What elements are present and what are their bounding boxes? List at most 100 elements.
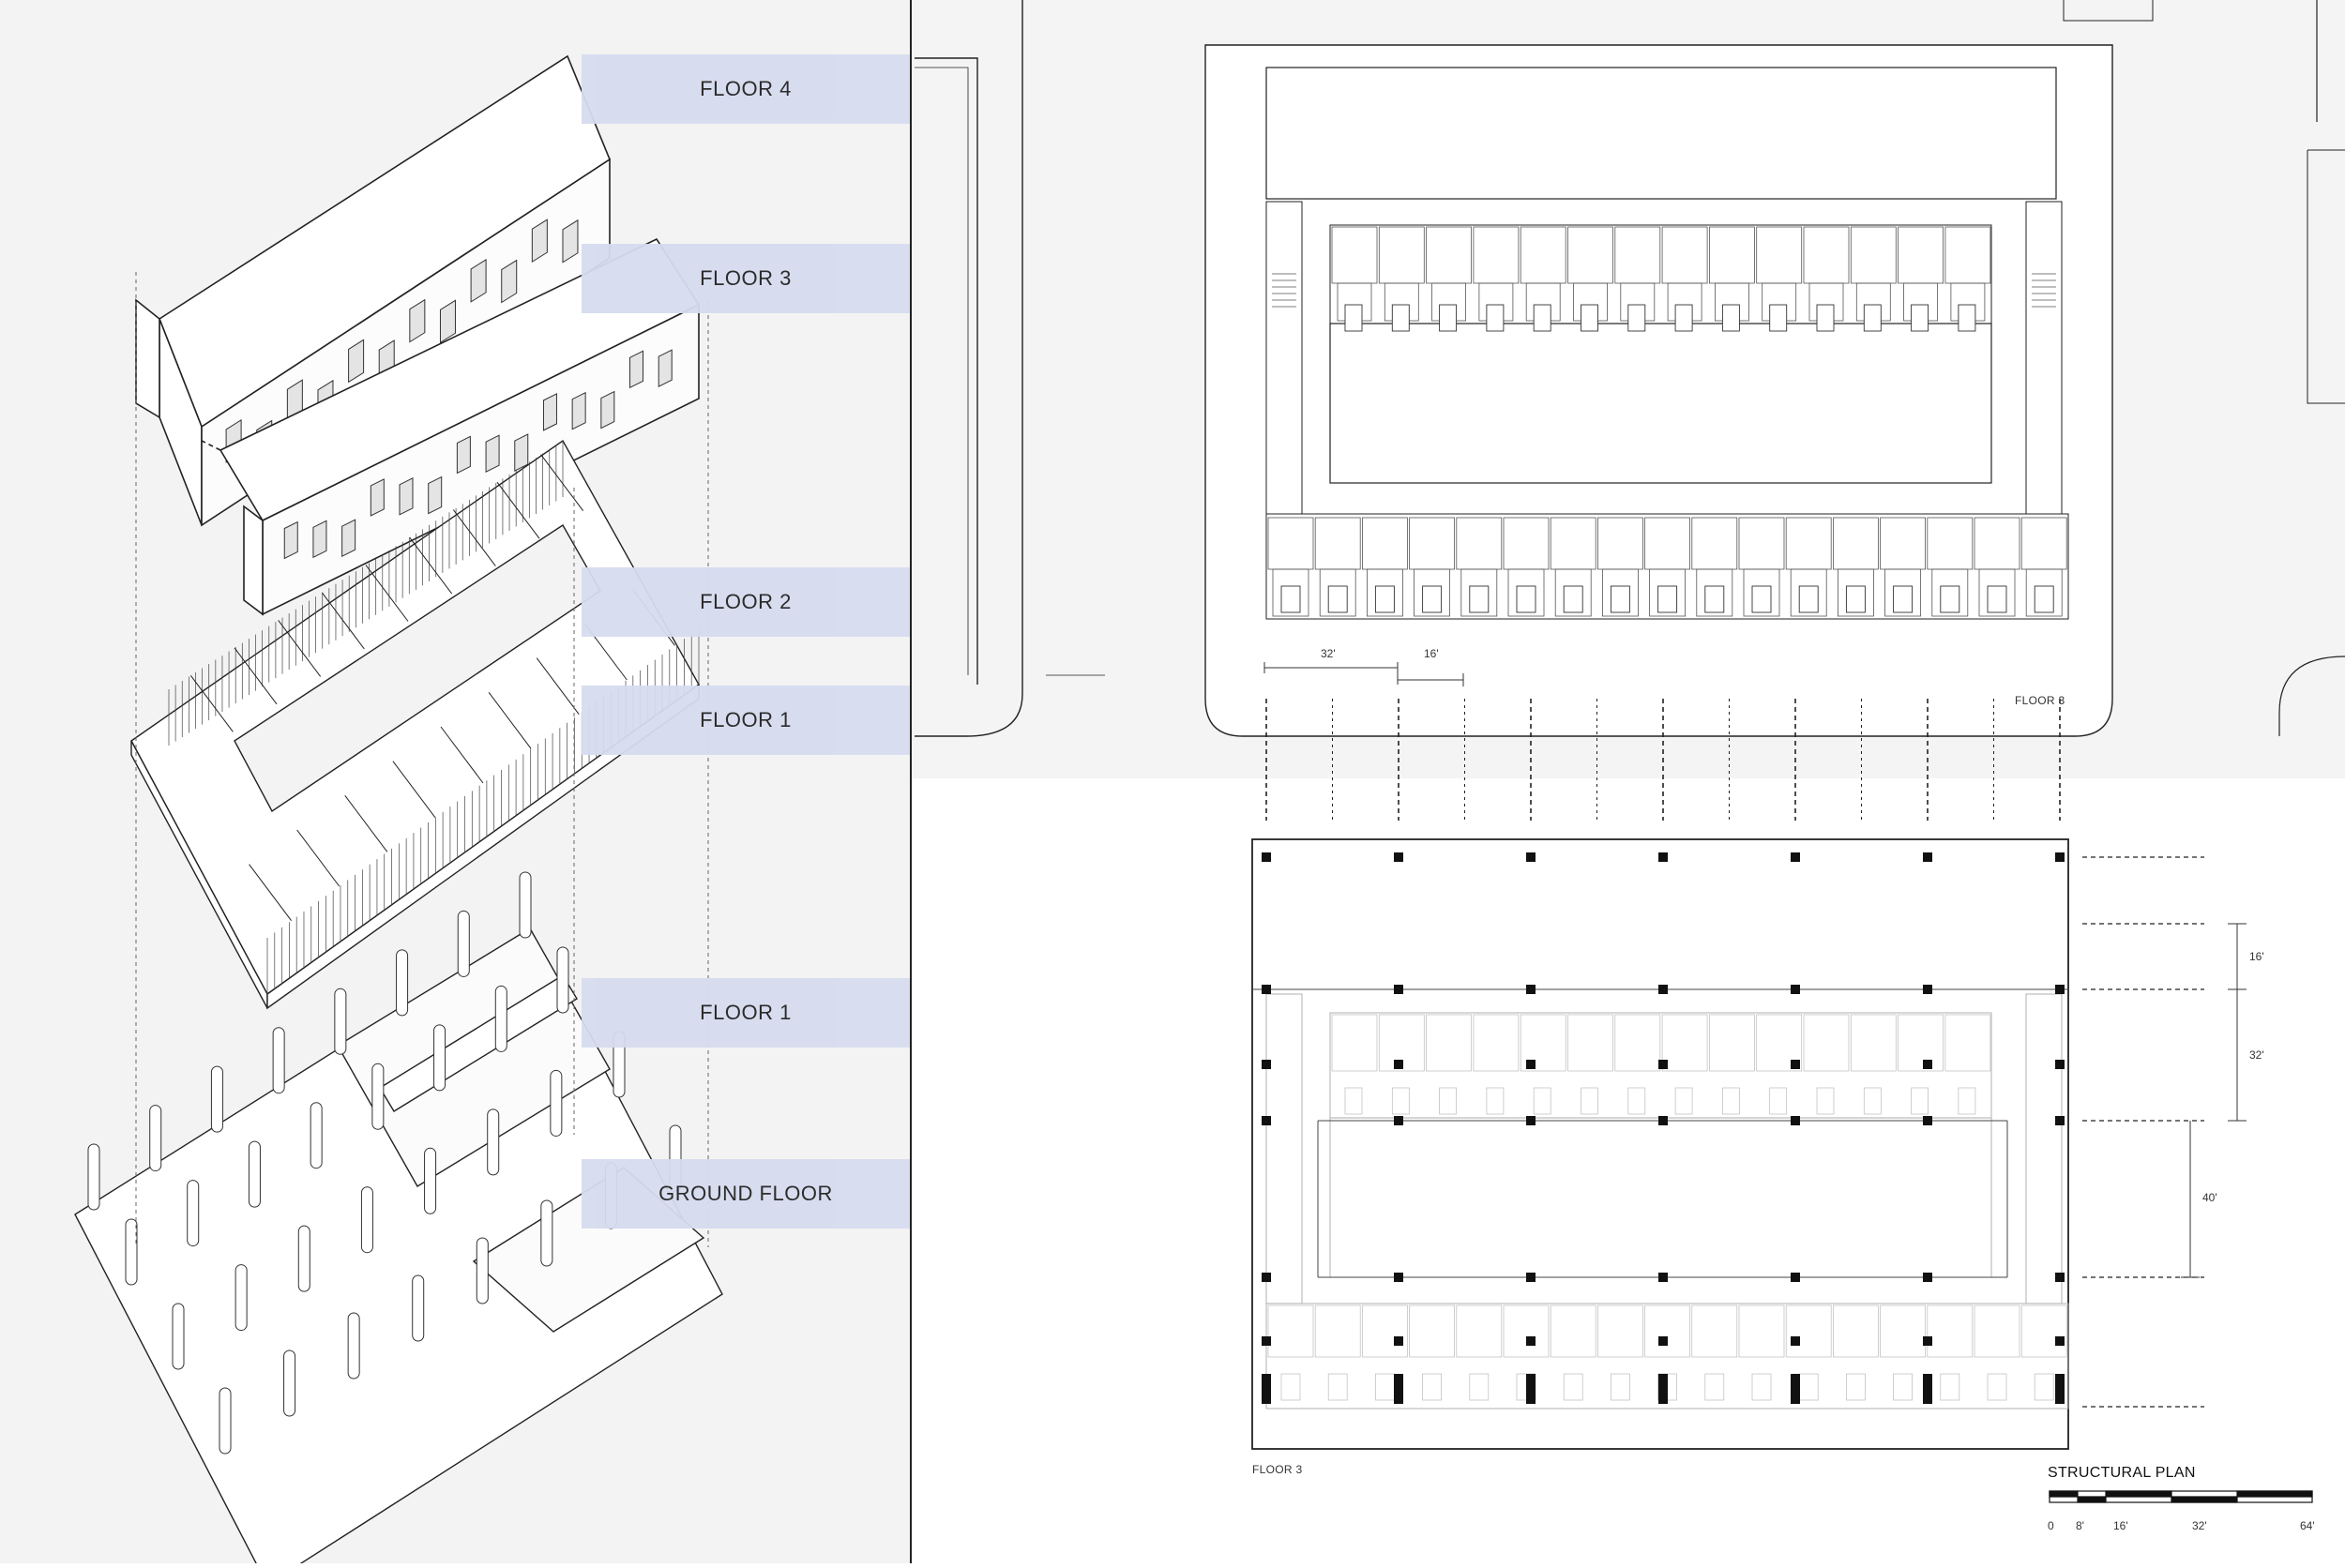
unit-wall <box>488 692 532 749</box>
ghost-unit <box>1880 1304 1926 1358</box>
ghost-unit <box>1378 1014 1425 1072</box>
unit-wall <box>189 674 234 732</box>
ghost-unit <box>1456 1304 1503 1358</box>
unit-cell <box>1602 568 1639 617</box>
ghost-unit <box>1661 1014 1708 1072</box>
structural-row-leaders <box>2082 856 2204 1408</box>
column-marker <box>1658 1336 1668 1346</box>
struct-dim-16: 16' <box>2249 950 2264 963</box>
balcony <box>1610 585 1630 613</box>
column-marker <box>2055 1060 2065 1069</box>
balcony <box>1627 304 1646 332</box>
balcony <box>1657 585 1678 613</box>
south-wing <box>1265 513 2069 620</box>
wall-column <box>1394 1374 1403 1404</box>
ghost-unit <box>1597 1304 1643 1358</box>
ghost-unit <box>1974 1304 2020 1358</box>
column <box>297 1225 310 1292</box>
wall-column <box>1658 1374 1668 1404</box>
ghost-unit <box>1803 1014 1850 1072</box>
column <box>360 1186 373 1254</box>
scale-bar <box>2049 1490 2313 1503</box>
unit-cell <box>1319 568 1356 617</box>
unit-wall <box>249 864 292 921</box>
ghost-balcony <box>1422 1373 1442 1401</box>
balcony <box>1469 585 1490 613</box>
unit-cell <box>1790 568 1827 617</box>
balcony <box>1798 585 1819 613</box>
column-marker <box>1394 985 1403 994</box>
ghost-balcony <box>1486 1087 1505 1115</box>
scale-tick-0: 0 <box>2048 1519 2054 1532</box>
floor-label-floor-1-upper: FLOOR 1 <box>582 686 910 755</box>
floor3-hidden-edge <box>201 440 221 451</box>
site-plan-caption: FLOOR 3 <box>2015 694 2065 707</box>
floor3-window-panels <box>283 349 673 560</box>
unit-wall <box>344 795 388 852</box>
column-marker <box>1262 852 1271 862</box>
balcony <box>1516 585 1536 613</box>
balcony <box>1563 585 1583 613</box>
column <box>248 1140 261 1208</box>
column-marker <box>1394 852 1403 862</box>
balcony <box>1439 304 1458 332</box>
scale-tick-8: 8' <box>2076 1519 2084 1532</box>
floor-label-text: FLOOR 1 <box>700 708 792 731</box>
window-panel <box>399 476 414 516</box>
ghost-balcony <box>1863 1087 1882 1115</box>
struct-south-wing <box>1265 1303 2069 1410</box>
column <box>457 910 470 977</box>
ghost-balcony <box>2034 1373 2054 1401</box>
window-panel <box>600 390 615 430</box>
window-panel <box>456 435 471 475</box>
window-panel <box>470 258 487 303</box>
site-plan <box>915 0 2345 737</box>
ghost-unit <box>2020 1304 2067 1358</box>
struct-east-core <box>2025 993 2063 1304</box>
window-panel <box>658 349 673 387</box>
unit-cell <box>2025 568 2063 617</box>
street-right-c <box>2278 656 2345 736</box>
floor-label-text: FLOOR 3 <box>700 266 792 290</box>
balcony <box>1863 304 1882 332</box>
column <box>125 1218 138 1286</box>
ghost-unit <box>1944 1014 1991 1072</box>
column-marker <box>1791 1336 1800 1346</box>
window-panel <box>312 520 327 559</box>
site-plan-units <box>1267 226 2067 617</box>
unit-cell <box>1554 568 1592 617</box>
ghost-unit <box>1614 1014 1661 1072</box>
ghost-unit <box>1833 1304 1879 1358</box>
ghost-balcony <box>1958 1087 1976 1115</box>
floor-label-floor-3: FLOOR 3 <box>582 244 910 313</box>
site-dim-16: 16' <box>1424 647 1439 660</box>
ghost-unit <box>1503 1304 1550 1358</box>
column <box>187 1180 200 1247</box>
wall-column <box>1526 1374 1536 1404</box>
wall-column <box>2055 1374 2065 1404</box>
balcony <box>1704 585 1725 613</box>
ghost-unit <box>1567 1014 1613 1072</box>
column-marker <box>2055 852 2065 862</box>
ghost-balcony <box>1816 1087 1835 1115</box>
structural-plan-title: STRUCTURAL PLAN <box>2048 1465 2196 1481</box>
column <box>550 1069 563 1137</box>
column <box>371 1063 385 1130</box>
structural-plan <box>1251 838 2069 1450</box>
column-marker <box>1526 985 1536 994</box>
unit-wall <box>234 647 278 705</box>
column <box>234 1264 248 1332</box>
ghost-balcony <box>1627 1087 1646 1115</box>
window-panel <box>629 350 644 389</box>
floor-label-floor-1-lower: FLOOR 1 <box>582 978 910 1048</box>
column <box>556 946 569 1014</box>
structural-dim-lines <box>2181 923 2247 1278</box>
column-marker <box>2055 1116 2065 1125</box>
column-marker <box>1262 1116 1271 1125</box>
unit-wall <box>321 592 365 650</box>
balcony <box>1816 304 1835 332</box>
ghost-balcony <box>1751 1373 1772 1401</box>
balcony <box>1486 304 1505 332</box>
structural-plan-caption: FLOOR 3 <box>1252 1463 1303 1476</box>
